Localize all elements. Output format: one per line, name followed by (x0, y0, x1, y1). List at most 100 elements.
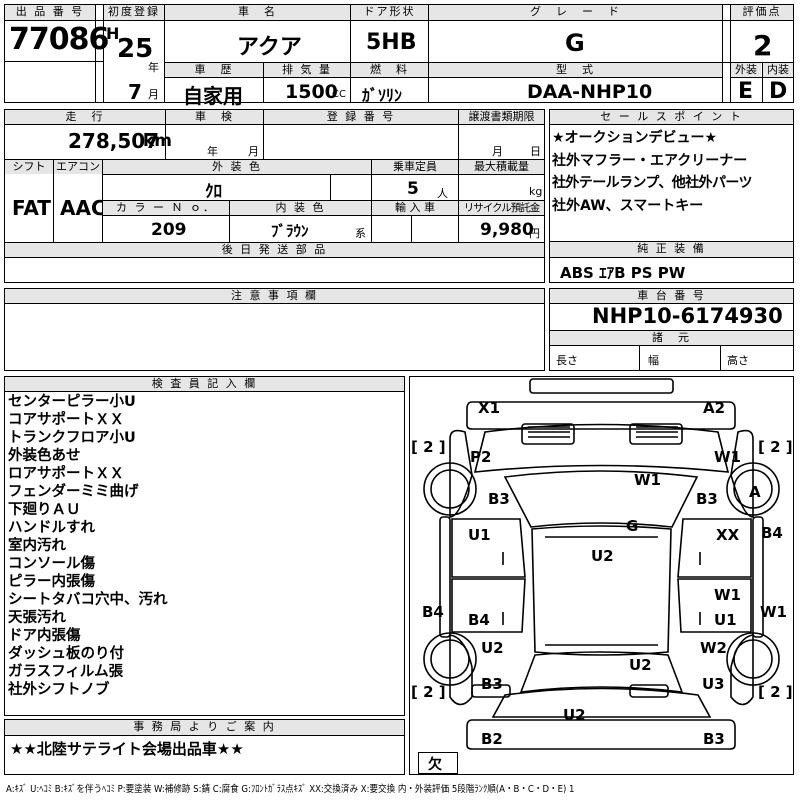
recycle-unit: 円 (529, 227, 540, 240)
mark-b2: B2 (481, 730, 503, 748)
mark-u1: U1 (714, 611, 737, 629)
mark-w1: W1 (634, 471, 661, 489)
load-unit: kg (529, 185, 543, 198)
mark-b4: B4 (761, 524, 783, 542)
later-parts-label: 後 日 発 送 部 品 (5, 243, 544, 257)
note-line: シートタバコ穴中、汚れ (8, 592, 168, 608)
interior-label: 内 装 色 (230, 201, 371, 215)
reg-month: 7 (128, 80, 142, 104)
chassis-number: NHP10-6174930 (592, 304, 783, 328)
grade-label: グ レ ー ド (429, 5, 722, 20)
mark-x1: X1 (478, 399, 501, 417)
note-line: ダッシュ板のり付 (8, 646, 124, 662)
plate-label: 登 録 番 号 (264, 110, 458, 124)
sales-line: ★オークションデビュー★ (552, 130, 718, 146)
history: 自家用 (183, 84, 243, 108)
note-line: ハンドルすれ (8, 520, 95, 536)
mark-b4: B4 (468, 611, 490, 629)
door-type: 5HB (366, 30, 417, 55)
mark-b4: B4 (422, 603, 444, 621)
mark-u2: U2 (629, 656, 652, 674)
note-line: ロアサポートＸＸ (8, 466, 124, 482)
reg-year: 25 (117, 34, 154, 64)
int-label: 内装 (763, 63, 793, 77)
inspector-notes: センターピラー小U コアサポートＸＸ トランクフロア小U 外装色あせ ロアサポー… (8, 393, 403, 699)
grade: G (565, 29, 585, 57)
note-line: 下廻りＡＵ (8, 502, 81, 518)
tire-tread-rear-right: [ 2 ] (758, 683, 793, 701)
chassis-label: 車 台 番 号 (550, 289, 793, 303)
ext-grade: E (738, 79, 754, 104)
mark-g: G (626, 517, 639, 535)
mark-w1: W1 (714, 448, 741, 466)
score-label: 評価点 (731, 5, 793, 20)
missing-parts-label: 欠 (428, 757, 442, 773)
note-line: トランクフロア小U (8, 430, 136, 446)
import-label: 輸 入 車 (372, 201, 458, 215)
mark-u2: U2 (481, 639, 504, 657)
deadline-day-unit: 日 (530, 145, 541, 158)
sales-line: 社外テールランプ、他社外パーツ (552, 175, 752, 191)
disp-label: 排 気 量 (264, 63, 350, 77)
note-line: 外装色あせ (8, 448, 81, 464)
shift-label: シフト (5, 160, 53, 174)
recycle-label: リサイクル預託金 (459, 201, 544, 215)
damage-diagram (409, 376, 794, 775)
door-label: ドア形状 (351, 5, 428, 20)
year-unit: 年 (148, 61, 159, 74)
history-label: 車 歴 (165, 63, 263, 77)
chassis-block (549, 288, 794, 371)
equipment: ABS ｴｱB PS PW (560, 264, 686, 282)
lot-no-label: 出 品 番 号 (5, 5, 95, 20)
tire-tread-front-right: [ 2 ] (758, 438, 793, 456)
missing-parts-box (418, 752, 458, 774)
ac: AAC (60, 196, 106, 220)
inspector-label: 検 査 員 記 入 欄 (5, 377, 404, 391)
sales-line: 社外AW、スマートキー (552, 197, 704, 214)
car-outline-diagram (423, 378, 780, 750)
capacity-unit: 人 (437, 187, 448, 200)
tire-tread-front-left: [ 2 ] (411, 438, 446, 456)
legend: A:ｷｽﾞ U:ﾍｺﾐ B:ｷｽﾞを伴うﾍｺﾐ P:要塗装 W:補修跡 S:錆 … (6, 784, 575, 795)
displacement: 1500 (285, 81, 338, 103)
insp-month-unit: 月 (248, 145, 259, 158)
mark-u3: U3 (702, 675, 725, 693)
shift: FAT (12, 196, 51, 220)
era: H (106, 24, 120, 43)
note-line: フェンダーミミ曲げ (8, 484, 139, 500)
tire-tread-rear-left: [ 2 ] (411, 683, 446, 701)
ac-label: エアコン (54, 160, 102, 174)
load-label: 最大積載量 (459, 160, 544, 174)
model: DAA-NHP10 (527, 81, 653, 103)
car-name-label: 車 名 (165, 5, 350, 20)
fuel: ｶﾞｿﾘﾝ (362, 86, 403, 105)
note-line: ピラー内張傷 (8, 574, 95, 590)
dims-label: 諸 元 (550, 331, 793, 345)
recycle-fee: 9,980 (480, 220, 534, 240)
insp-year-unit: 年 (207, 145, 218, 158)
ext-label: 外装 (731, 63, 761, 77)
mark-b3: B3 (703, 730, 725, 748)
inspector-block (4, 376, 405, 716)
notes-label: 注 意 事 項 欄 (5, 289, 544, 303)
fuel-label: 燃 料 (351, 63, 428, 77)
mileage-label: 走 行 (5, 110, 165, 124)
mark-b3: B3 (696, 490, 718, 508)
lot-number: 77086 (9, 22, 109, 57)
specs-block (4, 109, 545, 283)
sales-line: 社外マフラー・エアクリーナー (552, 152, 748, 169)
mark-w1: W1 (760, 603, 787, 621)
inspection-label: 車 検 (166, 110, 263, 124)
interior-color: ﾌﾞﾗｳﾝ (271, 222, 309, 240)
car-name: アクア (237, 35, 302, 60)
office-note: ★★北陸サテライト会場出品車★★ (10, 740, 244, 758)
equipment-label: 純 正 装 備 (550, 242, 793, 257)
color-no-label: カ ラ ー Ｎ ｏ． (103, 201, 229, 215)
model-label: 型 式 (429, 63, 722, 77)
note-line: 天張汚れ (8, 610, 66, 626)
mark-b3: B3 (481, 675, 503, 693)
mileage-unit: km (143, 131, 173, 151)
height-label: 高さ (727, 354, 749, 367)
color-number: 209 (151, 220, 187, 240)
mark-u1: U1 (468, 526, 491, 544)
